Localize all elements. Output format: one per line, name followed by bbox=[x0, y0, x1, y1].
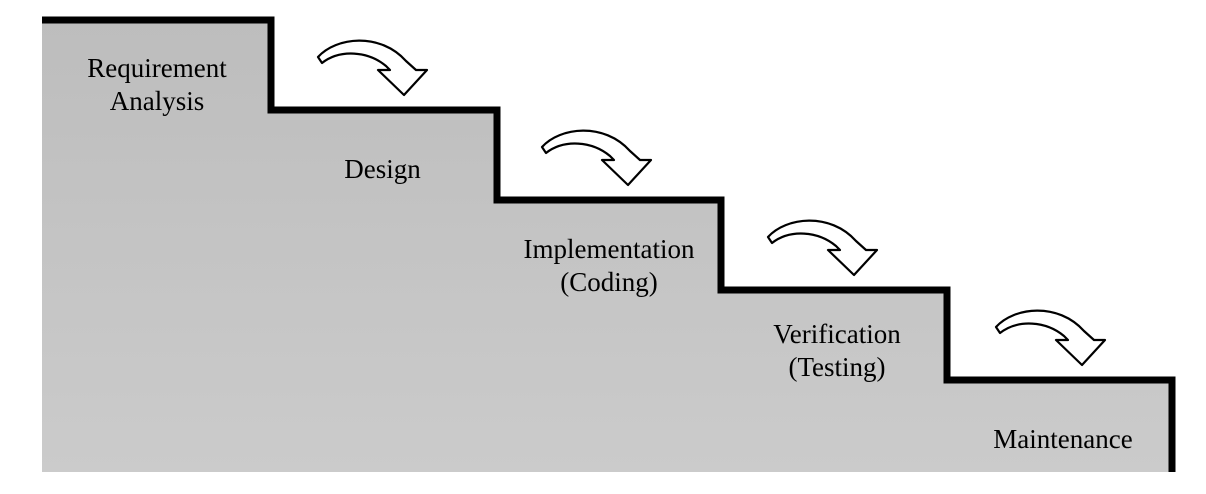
staircase-outline bbox=[42, 16, 1176, 472]
stage-label-line: (Testing) bbox=[788, 352, 886, 382]
stage-label-verification: Verification (Testing) bbox=[748, 318, 926, 384]
curved-arrow-icon bbox=[994, 309, 1107, 367]
curved-arrow-icon bbox=[316, 39, 429, 97]
stage-label-line: Requirement bbox=[87, 53, 227, 83]
curved-arrow-icon bbox=[540, 129, 653, 187]
stage-label-requirement-analysis: Requirement Analysis bbox=[62, 52, 252, 118]
stage-label-maintenance: Maintenance bbox=[968, 423, 1158, 456]
stage-label-line: Implementation bbox=[523, 234, 695, 264]
stage-label-implementation: Implementation (Coding) bbox=[498, 233, 720, 299]
stage-label-line: Verification bbox=[773, 319, 901, 349]
staircase-fill bbox=[42, 20, 1172, 472]
stage-label-design: Design bbox=[310, 153, 455, 186]
stage-label-line: Analysis bbox=[109, 86, 205, 116]
stage-label-line: (Coding) bbox=[560, 267, 658, 297]
curved-arrow-icon bbox=[766, 219, 879, 277]
stage-label-line: Design bbox=[344, 154, 421, 184]
stage-label-line: Maintenance bbox=[993, 424, 1133, 454]
arrows-group bbox=[316, 39, 1107, 367]
